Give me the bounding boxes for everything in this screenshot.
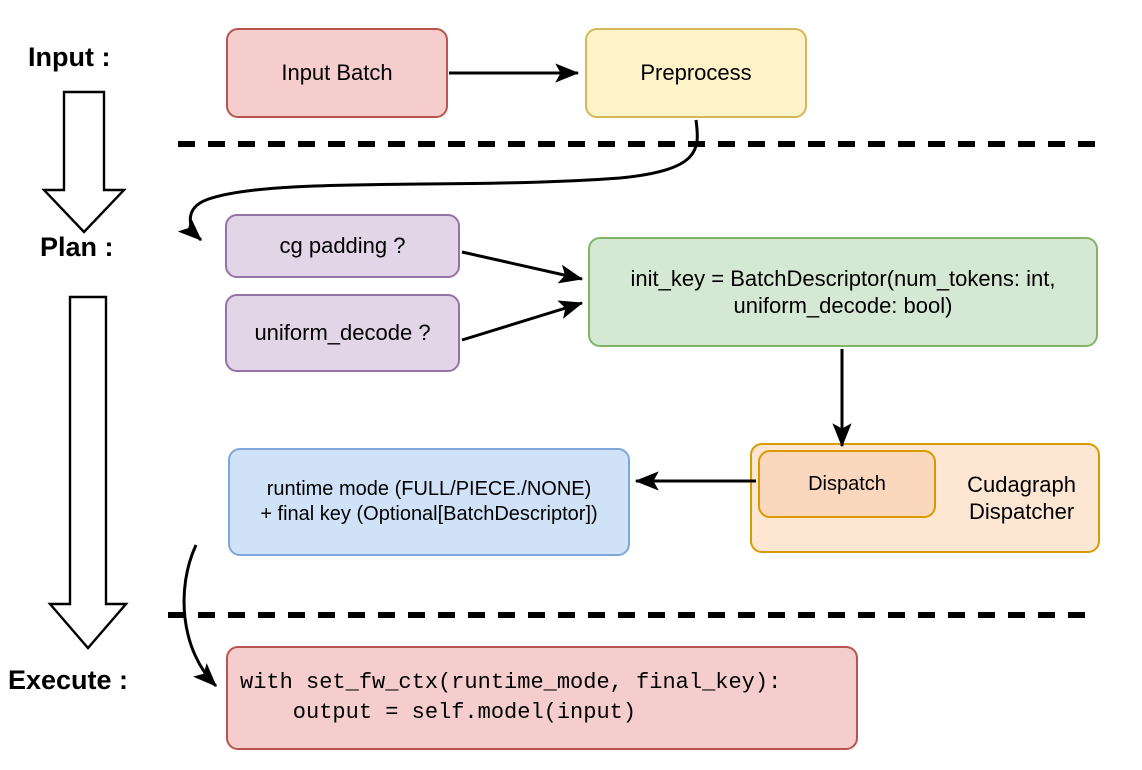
node-execute-code[interactable]: with set_fw_ctx(runtime_mode, final_key)… (226, 646, 858, 750)
node-preprocess-label: Preprocess (640, 60, 752, 86)
input-to-plan-block-arrow (41, 90, 127, 234)
node-init-key-label: init_key = BatchDescriptor(num_tokens: i… (630, 265, 1056, 319)
node-cg-padding[interactable]: cg padding ? (225, 214, 460, 278)
stage-label-execute: Execute : (8, 665, 129, 695)
node-dispatch[interactable]: Dispatch (758, 450, 936, 518)
node-input-batch-label: Input Batch (281, 60, 393, 86)
node-cg-padding-label: cg padding ? (279, 233, 406, 259)
node-runtime-mode[interactable]: runtime mode (FULL/PIECE./NONE) + final … (228, 448, 630, 556)
stage-label-input: Input : (28, 42, 111, 72)
node-input-batch[interactable]: Input Batch (226, 28, 448, 118)
node-dispatch-label: Dispatch (808, 472, 886, 495)
arrow-cg-padding-to-init-key (461, 250, 584, 284)
stage-label-plan: Plan : (40, 232, 114, 262)
node-runtime-mode-label: runtime mode (FULL/PIECE./NONE) + final … (260, 478, 598, 525)
arrow-uniform-decode-to-init-key (461, 300, 584, 342)
node-init-key[interactable]: init_key = BatchDescriptor(num_tokens: i… (588, 237, 1098, 347)
node-cudagraph-dispatcher-label: Cudagraph Dispatcher (967, 471, 1076, 525)
arrow-runtime-mode-to-execute-code (182, 544, 218, 688)
plan-to-execute-block-arrow (47, 295, 129, 650)
node-preprocess[interactable]: Preprocess (585, 28, 807, 118)
node-execute-code-label: with set_fw_ctx(runtime_mode, final_key)… (240, 670, 782, 725)
node-uniform-decode-label: uniform_decode ? (254, 320, 431, 346)
node-uniform-decode[interactable]: uniform_decode ? (225, 294, 460, 372)
